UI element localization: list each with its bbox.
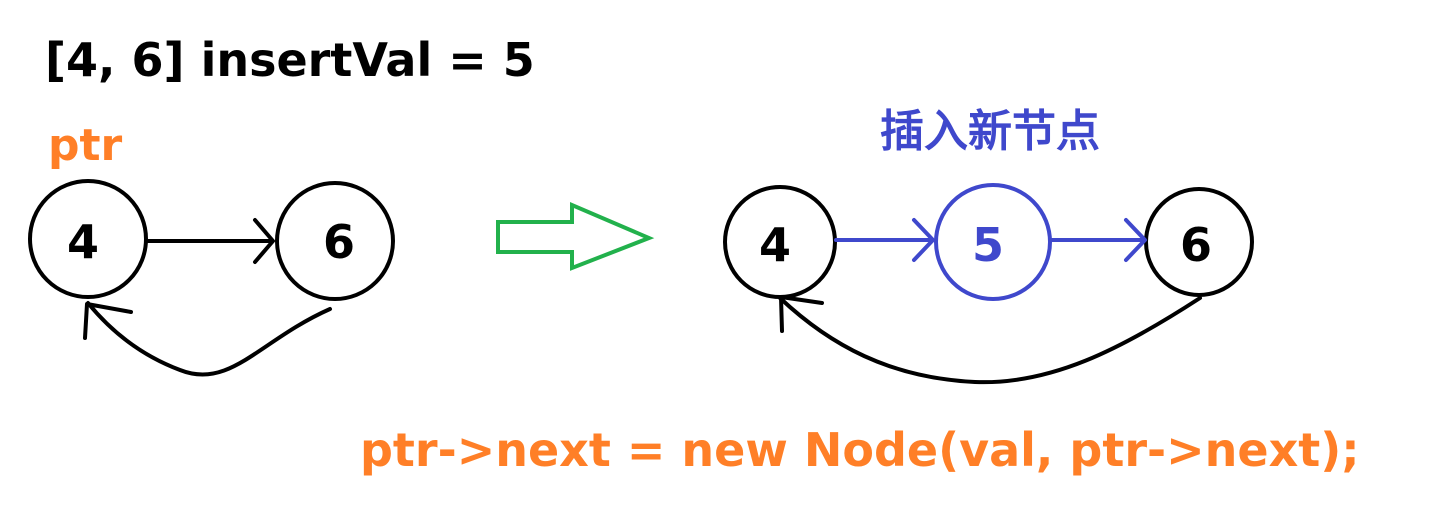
after-node-4: 4	[723, 185, 837, 299]
before-wrap-arrow	[83, 301, 332, 377]
before-node-4-value: 4	[67, 215, 99, 269]
before-node-6: 6	[275, 181, 395, 301]
before-node-4: 4	[28, 179, 148, 299]
page-title: [4, 6] insertVal = 5	[45, 33, 535, 87]
after-node-5-value: 5	[972, 218, 1004, 272]
insert-caption: 插入新节点	[880, 106, 1100, 157]
after-node-6: 6	[1144, 187, 1254, 297]
after-wrap-arrow	[778, 295, 1202, 385]
after-arrow-4-to-5	[834, 218, 935, 262]
transition-arrow-icon	[496, 201, 655, 271]
ptr-label: ptr	[48, 120, 123, 171]
after-node-4-value: 4	[759, 218, 791, 272]
before-node-6-value: 6	[323, 215, 355, 269]
code-line: ptr->next = new Node(val, ptr->next);	[360, 423, 1360, 477]
after-arrow-5-to-6	[1049, 218, 1147, 262]
after-node-5-new: 5	[934, 183, 1052, 301]
before-next-arrow	[146, 218, 275, 264]
after-node-6-value: 6	[1180, 218, 1212, 272]
